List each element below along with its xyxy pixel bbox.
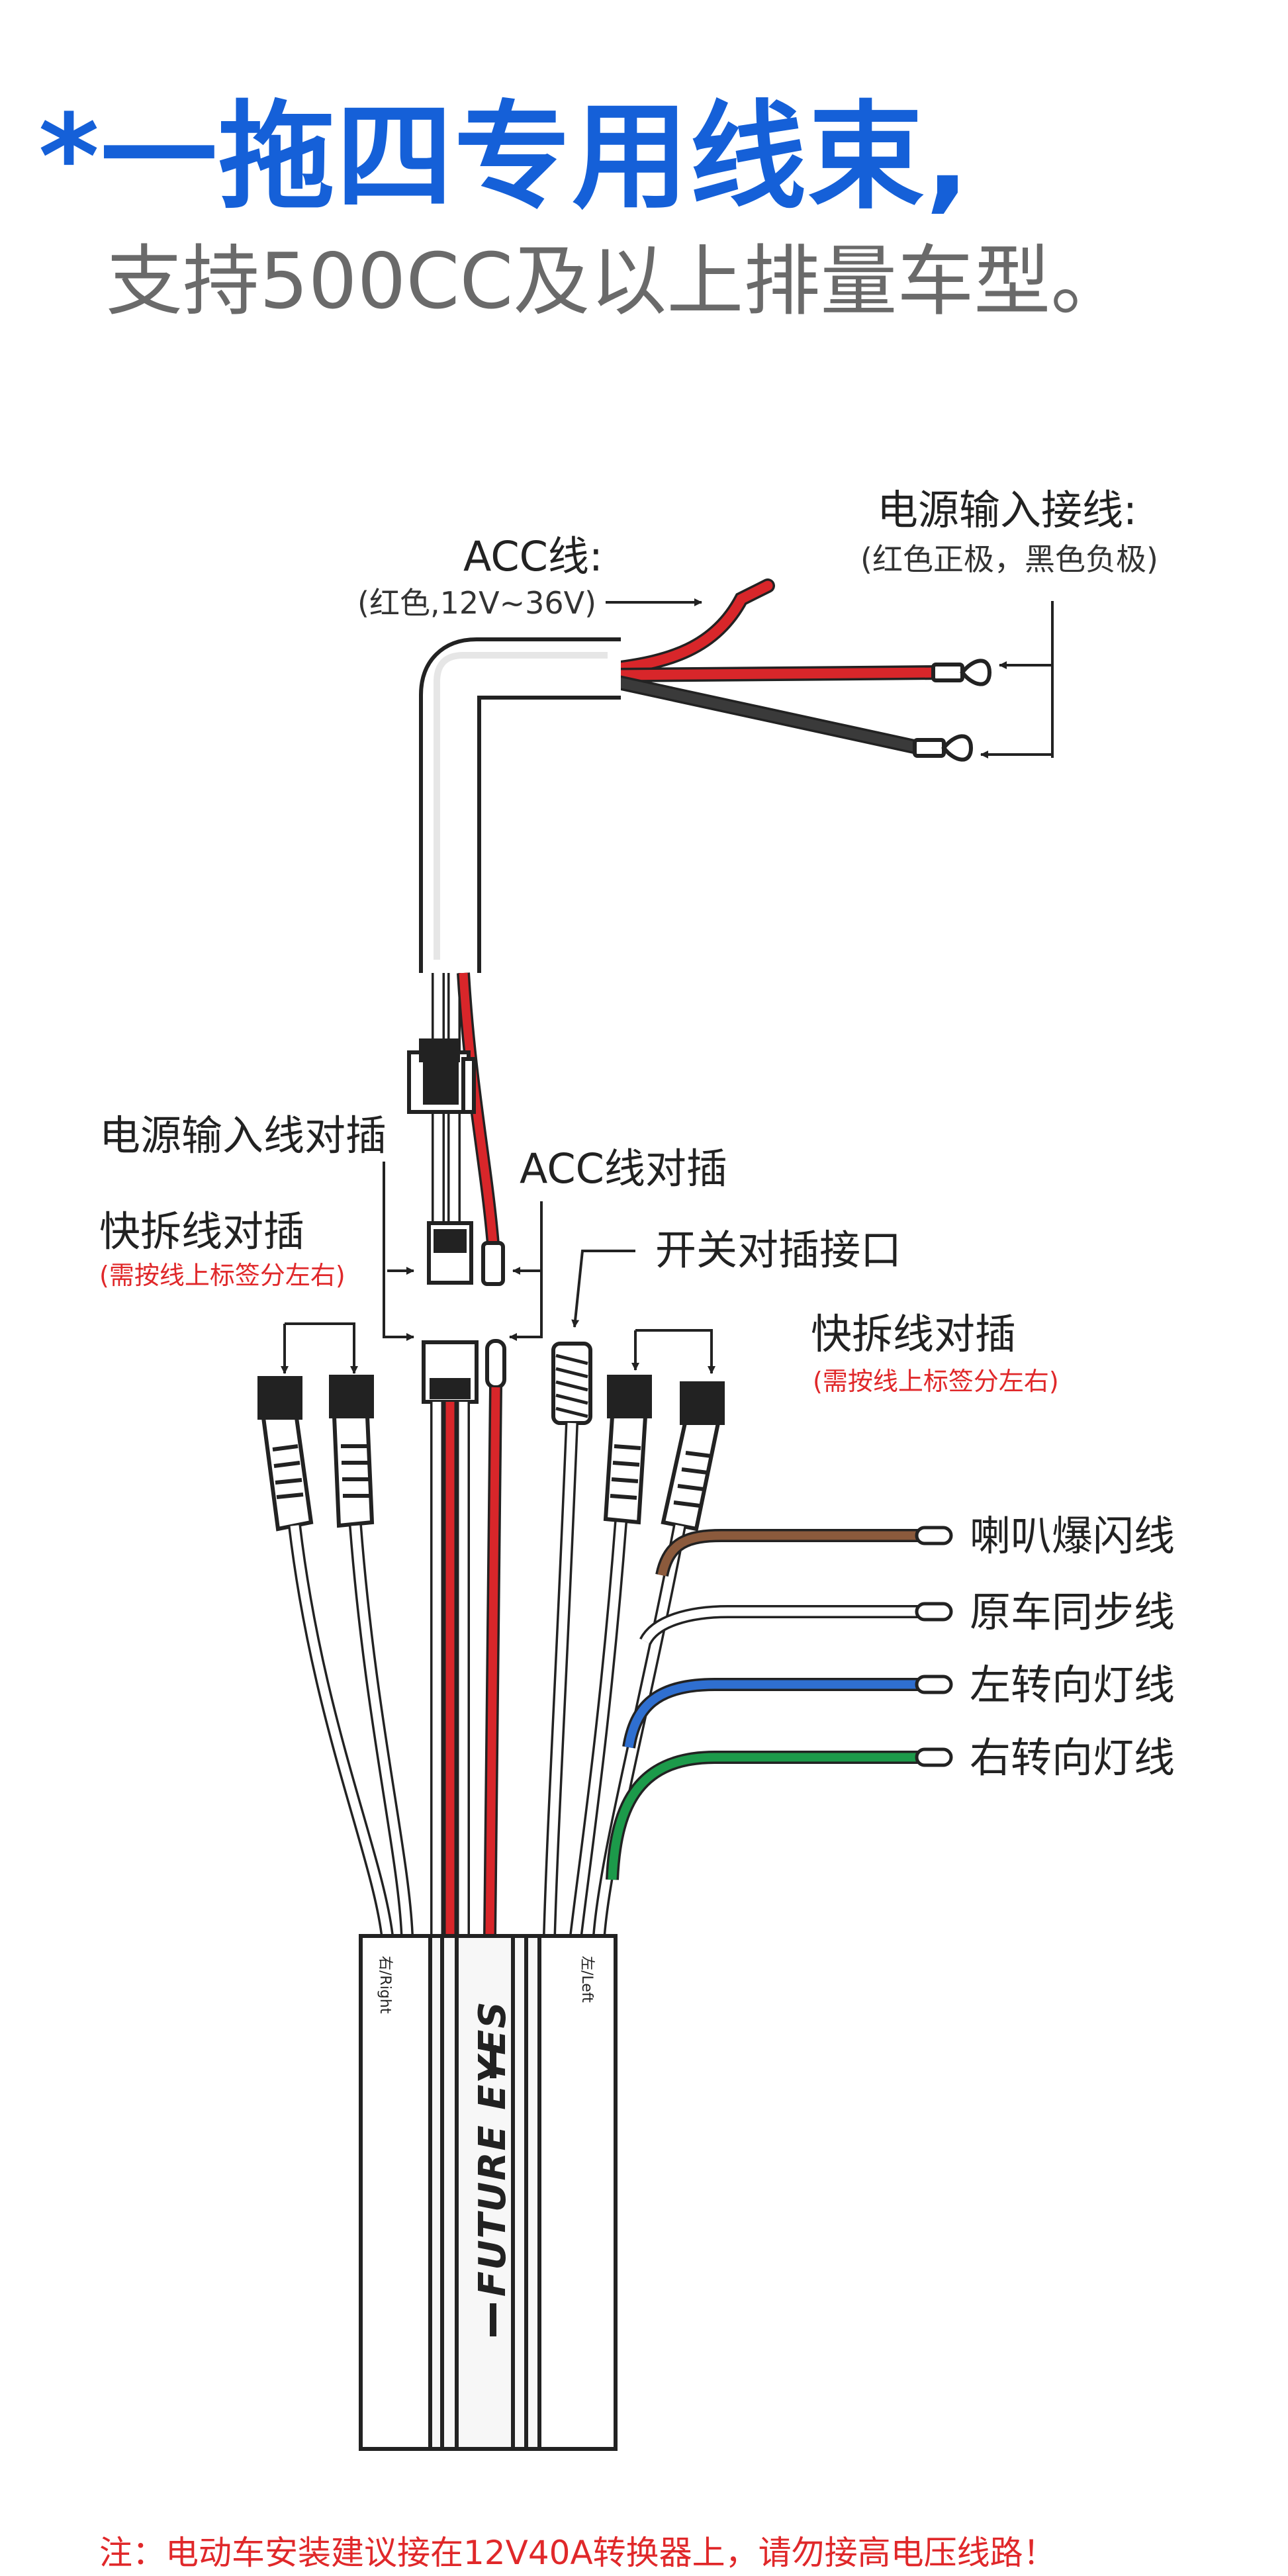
horn-flash-label: 喇叭爆闪线 <box>970 1512 1175 1560</box>
lower-white-wires <box>288 1402 686 1937</box>
ring-terminal-negative <box>913 734 974 762</box>
sync-wire <box>639 1605 920 1645</box>
right-turn-wire <box>606 1751 920 1880</box>
quick-release-right-label: 快拆线对插 <box>811 1310 1017 1358</box>
acc-wire-label: ACC线: <box>463 532 603 580</box>
box-right-label: 右/Right <box>377 1956 393 2014</box>
box-left-label: 左/Left <box>578 1956 595 2003</box>
page-subtitle: 支持500CC及以上排量车型。 <box>106 237 1128 326</box>
power-black-wire <box>614 674 922 755</box>
power-input-plug-upper <box>427 1221 473 1285</box>
sync-wire-label: 原车同步线 <box>970 1588 1175 1636</box>
brand-logo: FUTURE EYES <box>471 2000 514 2297</box>
quick-release-plug-right-2 <box>661 1381 725 1532</box>
horn-flash-wire <box>655 1529 920 1577</box>
acc-input-wire <box>608 578 775 676</box>
footnote: 注：电动车安装建议接在12V40A转换器上，请勿接高电压线路！ <box>99 2534 1056 2572</box>
plug-arrows <box>281 598 1054 1374</box>
power-input-wire-label: 电源输入接线: <box>877 486 1137 534</box>
acc-plug-upper <box>481 1241 505 1286</box>
quick-release-left-note: (需按线上标签分左右) <box>99 1261 345 1290</box>
left-turn-wire <box>622 1678 920 1749</box>
lower-red-wires <box>443 1387 502 1937</box>
switch-port-label: 开关对插接口 <box>655 1226 902 1274</box>
quick-release-plug-left-2 <box>329 1375 375 1528</box>
switch-plug <box>551 1342 592 1425</box>
power-input-plug-lower <box>422 1340 479 1404</box>
acc-plug-lower <box>485 1339 506 1389</box>
acc-wire-detail: (红色,12V~36V) <box>357 585 597 621</box>
left-turn-label: 左转向灯线 <box>970 1661 1175 1709</box>
power-input-wire-detail: (红色正极，黑色负极) <box>860 541 1158 577</box>
quick-release-left-label: 快拆线对插 <box>99 1207 305 1256</box>
power-input-plug-label: 电源输入线对插 <box>99 1111 387 1160</box>
quick-release-right-note: (需按线上标签分左右) <box>813 1367 1059 1396</box>
page-title: *一拖四专用线束, <box>38 89 971 225</box>
wire-end-caps <box>915 1526 953 1767</box>
power-red-wire <box>615 665 941 682</box>
quick-release-plug-left-1 <box>257 1376 314 1532</box>
fuse-holder <box>407 1038 476 1114</box>
ring-terminal-positive <box>931 659 992 686</box>
acc-plug-label: ACC线对插 <box>520 1144 727 1193</box>
right-turn-label: 右转向灯线 <box>970 1733 1175 1782</box>
controller-box <box>359 1934 618 2451</box>
quick-release-plug-right-1 <box>603 1375 652 1525</box>
main-cable-sheath <box>419 637 621 973</box>
